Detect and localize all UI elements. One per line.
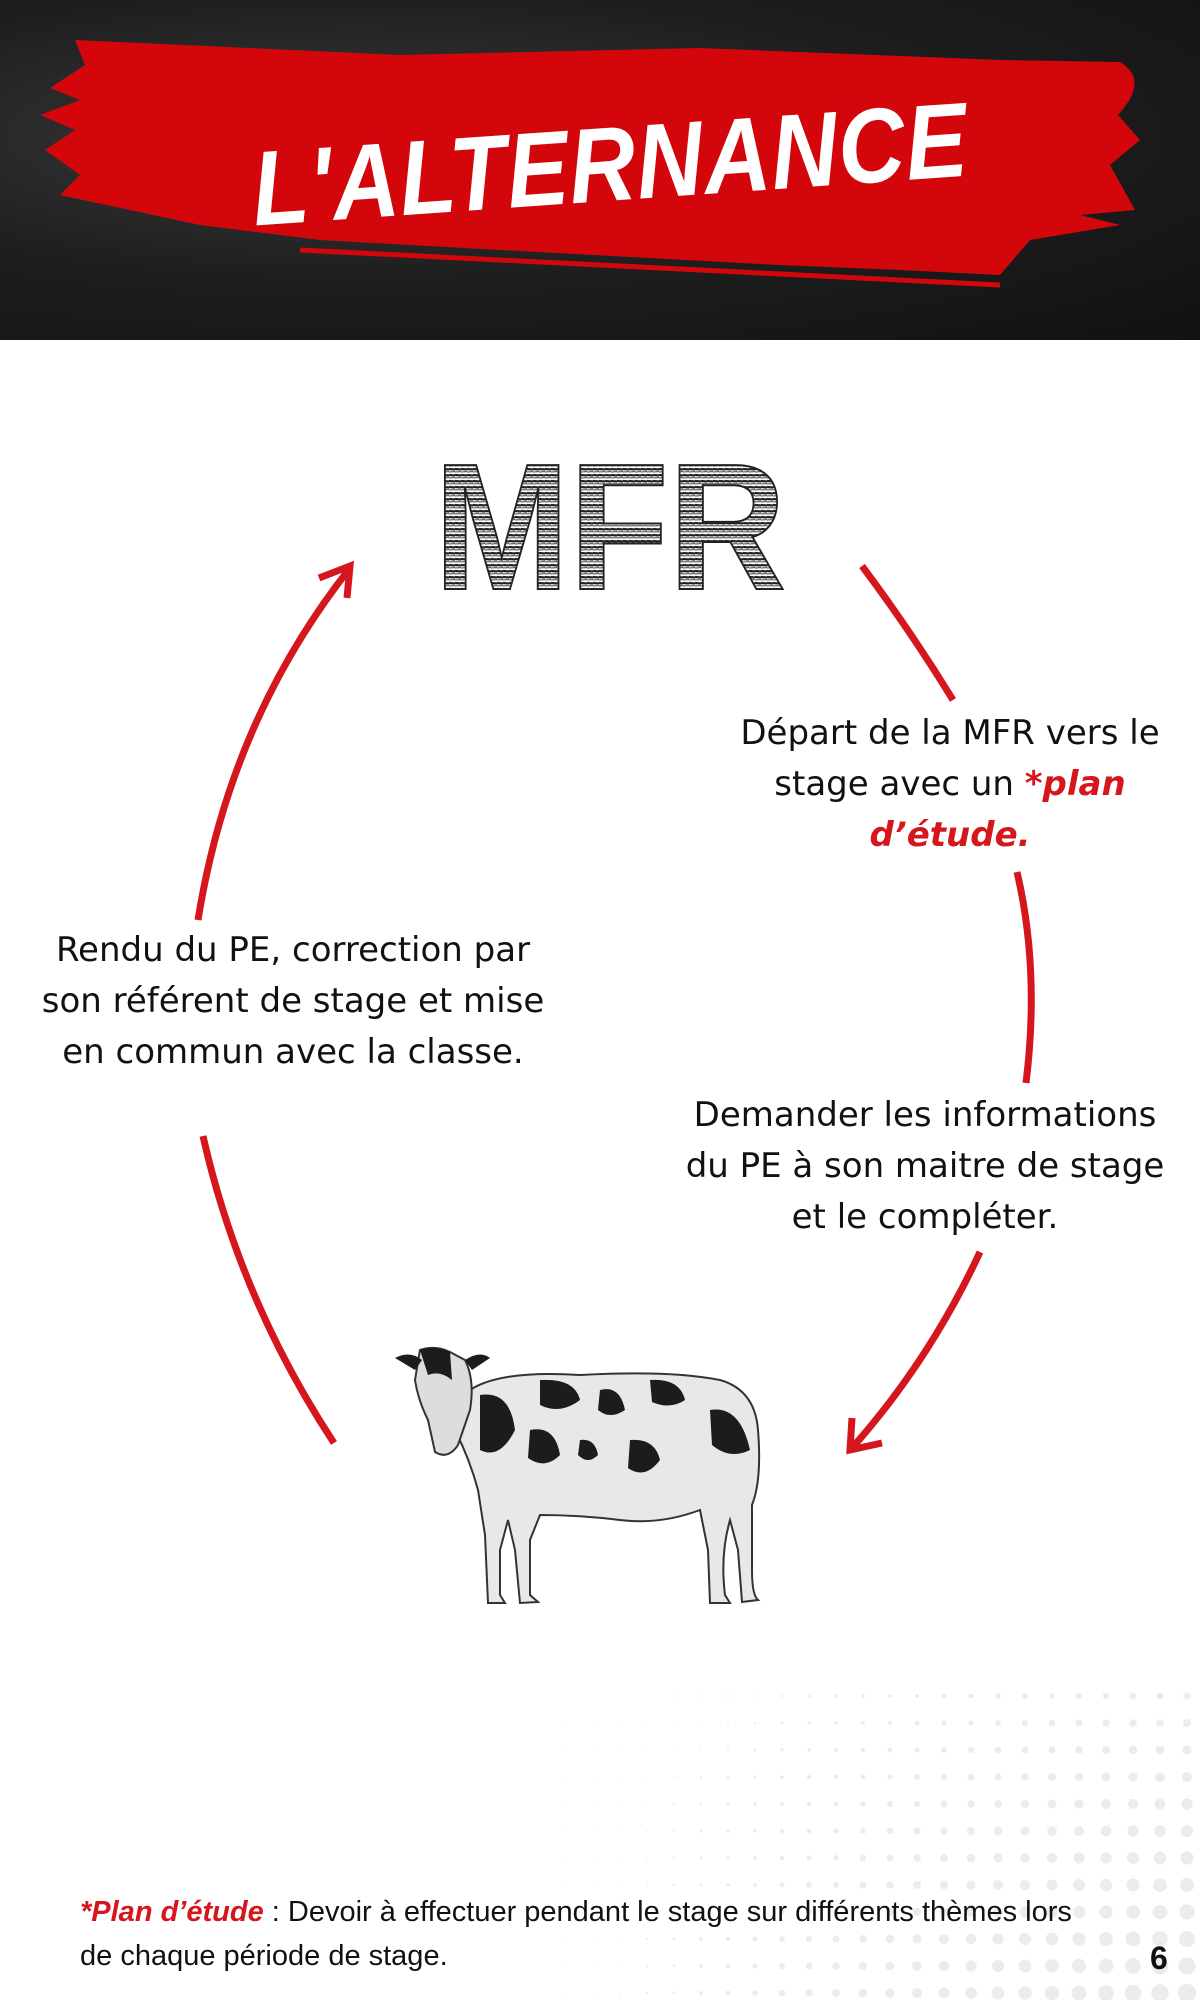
arrowhead-to-mfr — [317, 560, 355, 599]
page-number: 6 — [1150, 1940, 1168, 1976]
arrowhead-to-cow — [846, 1417, 883, 1455]
svg-text:MFR: MFR — [434, 455, 786, 600]
arrow-right-middle — [1013, 871, 1035, 1084]
footnote: *Plan d’étude : Devoir à effectuer penda… — [80, 1890, 1100, 1978]
mfr-logo: MFR — [433, 455, 787, 600]
header-banner: L'ALTERNANCE — [0, 0, 1200, 340]
cow-illustration — [395, 1346, 761, 1605]
footnote-definition: : Devoir à effectuer pendant le stage su… — [80, 1896, 1072, 1972]
dot-pattern-decoration — [565, 1692, 1197, 2000]
arrow-cow-to-left — [199, 1135, 337, 1445]
footnote-term: *Plan d’étude — [80, 1896, 264, 1928]
arrow-mfr-to-stage — [859, 563, 956, 702]
plan-etude-highlight: *plan d’étude. — [869, 764, 1126, 855]
arrow-to-cow — [849, 1250, 984, 1451]
red-brush-stroke — [40, 40, 1140, 288]
step-depart: Départ de la MFR vers le stage avec un *… — [720, 708, 1180, 861]
step-depart-text: Départ de la MFR vers le stage avec un — [740, 713, 1160, 804]
arrow-left-to-mfr — [194, 565, 353, 921]
step-demander: Demander les informations du PE à son ma… — [685, 1095, 1165, 1237]
step-rendu: Rendu du PE, correction par son référent… — [41, 930, 545, 1072]
